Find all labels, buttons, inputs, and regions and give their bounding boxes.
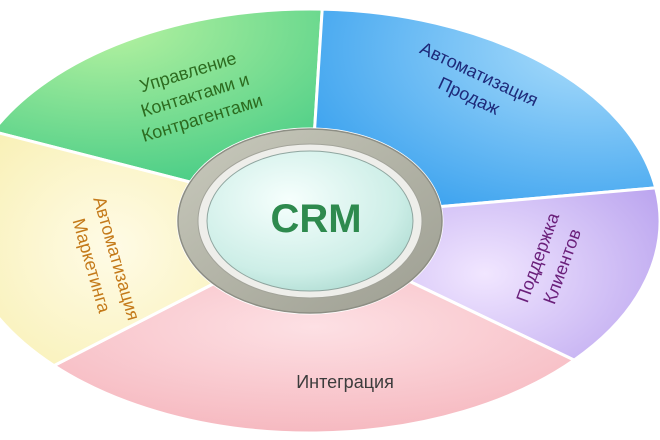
segment-support: ПоддержкаКлиентов xyxy=(406,186,660,362)
segment-contacts: УправлениеКонтактами иКонтрагентами xyxy=(0,7,324,184)
center-title: CRM xyxy=(270,197,361,241)
segments-layer: УправлениеКонтактами иКонтрагентамиАвтом… xyxy=(0,7,660,435)
segment-marketing: АвтоматизацияМаркетинга xyxy=(0,131,217,368)
segment-sales: АвтоматизацияПродаж xyxy=(313,7,658,209)
segment-label-line: Интеграция xyxy=(296,372,394,392)
segment-label-integration: Интеграция xyxy=(296,372,394,392)
hub-disc xyxy=(206,150,414,292)
center-hub: CRM xyxy=(177,128,443,314)
